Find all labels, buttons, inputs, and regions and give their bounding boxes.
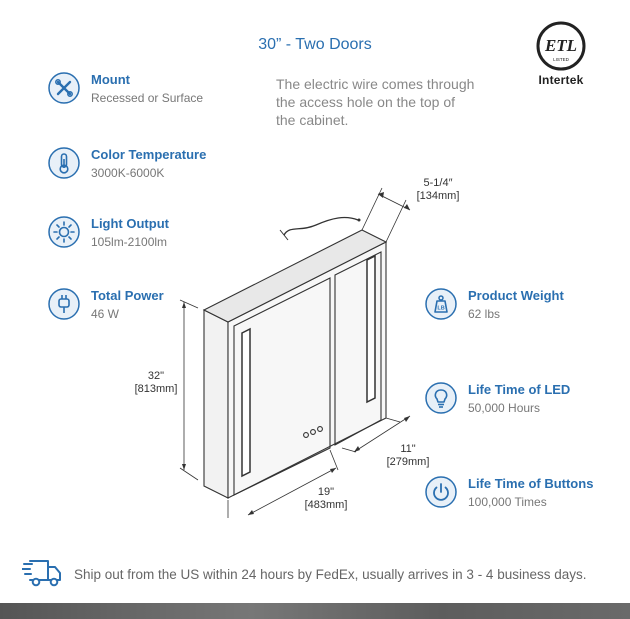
- feature-value: 50,000 Hours: [468, 401, 541, 415]
- intertek-label: Intertek: [538, 73, 584, 87]
- feature-product-weight: LB Product Weight 62 lbs: [425, 288, 615, 326]
- feature-name: Mount: [91, 72, 130, 87]
- side-inches: 11": [400, 443, 416, 455]
- sun-icon: [48, 216, 80, 248]
- feature-name: Life Time of LED: [468, 382, 571, 397]
- touch-buttons: [303, 426, 323, 438]
- bottom-image-strip: [0, 603, 630, 619]
- feature-button-lifetime: Life Time of Buttons 100,000 Times: [425, 476, 625, 514]
- etl-mark-text: ETL: [544, 36, 577, 55]
- feature-value: 62 lbs: [468, 307, 501, 321]
- depth-mm: [134mm]: [416, 190, 460, 202]
- feature-name: Total Power: [91, 288, 164, 303]
- feature-light-output: Light Output 105lm-2100lm: [48, 216, 248, 254]
- svg-text:LB: LB: [437, 306, 444, 312]
- depth-dimension: 5-1/4″ [134mm]: [406, 177, 470, 203]
- page-title: 30” - Two Doors: [258, 36, 372, 53]
- cabinet-drawing: [179, 187, 411, 518]
- etl-sub-text: LISTED: [553, 57, 570, 62]
- side-dimension: 11" [279mm]: [380, 443, 436, 469]
- width-mm: [483mm]: [304, 499, 348, 511]
- weight-icon: LB: [425, 288, 457, 320]
- feature-value: 100,000 Times: [468, 495, 547, 509]
- truck-icon: [22, 560, 61, 587]
- width-dimension: 19" [483mm]: [298, 486, 354, 512]
- feature-name: Product Weight: [468, 288, 564, 303]
- depth-inches: 5-1/4″: [423, 177, 453, 189]
- feature-name: Color Temperature: [91, 147, 207, 162]
- feature-led-lifetime: Life Time of LED 50,000 Hours: [425, 382, 615, 420]
- feature-value: Recessed or Surface: [91, 91, 204, 105]
- plug-icon: [48, 288, 80, 320]
- feature-mount: Mount Recessed or Surface: [48, 72, 248, 110]
- etl-logo-icon: ETL LISTED: [536, 21, 586, 71]
- tools-icon: [48, 72, 80, 104]
- power-icon: [425, 476, 457, 508]
- feature-name: Light Output: [91, 216, 169, 231]
- feature-total-power: Total Power 46 W: [48, 288, 248, 326]
- etl-certification: ETL LISTED Intertek: [530, 20, 592, 92]
- feature-color-temperature: Color Temperature 3000K-6000K: [48, 147, 248, 185]
- feature-value: 3000K-6000K: [91, 166, 165, 180]
- height-inches: 32": [147, 370, 165, 382]
- thermometer-icon: [48, 147, 80, 179]
- feature-name: Life Time of Buttons: [468, 476, 594, 491]
- height-mm: [813mm]: [134, 383, 178, 395]
- shipping-info: Ship out from the US within 24 hours by …: [22, 558, 622, 588]
- side-mm: [279mm]: [386, 456, 430, 468]
- width-inches: 19": [317, 486, 335, 498]
- feature-value: 46 W: [91, 307, 120, 321]
- height-dimension: 32" [813mm]: [128, 370, 184, 396]
- shipping-text: Ship out from the US within 24 hours by …: [74, 567, 587, 582]
- feature-value: 105lm-2100lm: [91, 235, 168, 249]
- bulb-icon: [425, 382, 457, 414]
- wire-note: The electric wire comes through the acce…: [276, 76, 475, 128]
